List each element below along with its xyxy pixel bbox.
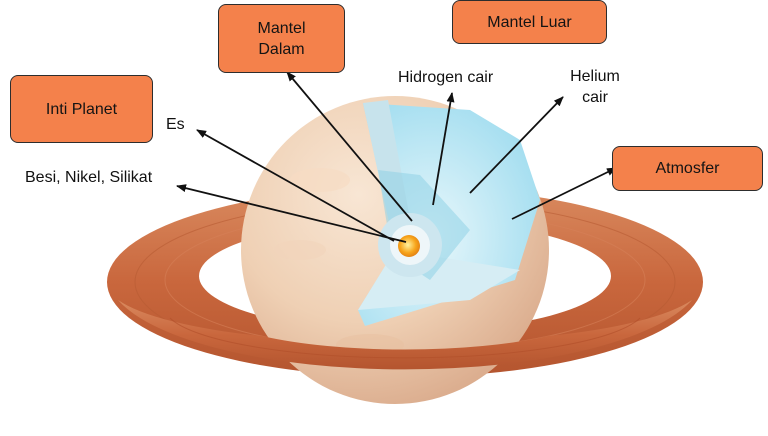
- callout-mantel-luar: Mantel Luar: [452, 0, 607, 44]
- arrow-besi-nikel-silikat: [176, 184, 407, 243]
- planet-cutaway: [358, 100, 540, 326]
- callout-mantel-dalam: Mantel Dalam: [218, 4, 345, 73]
- planet-ring-front: [118, 300, 692, 370]
- label-es: Es: [166, 116, 185, 133]
- callout-mantel-dalam-label-line2: Dalam: [258, 40, 305, 58]
- label-besi-nikel-silikat: Besi, Nikel, Silikat: [25, 169, 153, 186]
- arrow-hidrogen-cair: [432, 92, 455, 206]
- callout-inti-planet: Inti Planet: [10, 75, 153, 143]
- callout-inti-planet-label: Inti Planet: [45, 100, 118, 118]
- arrow-inti-planet: [196, 129, 395, 242]
- callout-mantel-luar-label: Mantel Luar: [487, 13, 572, 31]
- callout-mantel-dalam-label-line1: Mantel: [257, 19, 306, 37]
- arrow-atmosfer: [511, 167, 617, 220]
- label-hidrogen-cair: Hidrogen cair: [398, 69, 494, 86]
- label-helium-cair-line2: cair: [582, 89, 608, 106]
- arrow-mantel-dalam: [286, 71, 413, 222]
- planet-core: [398, 235, 420, 257]
- arrow-helium-cair: [469, 96, 564, 194]
- callout-atmosfer: Atmosfer: [612, 146, 763, 191]
- label-helium-cair-line1: Helium: [570, 68, 620, 85]
- pointer-arrows: [176, 71, 617, 243]
- label-helium-cair: Helium cair: [560, 66, 630, 108]
- callout-atmosfer-label: Atmosfer: [655, 160, 720, 177]
